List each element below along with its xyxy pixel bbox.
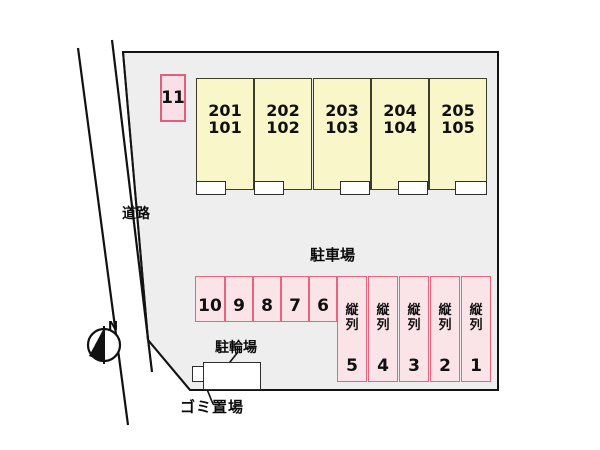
unit-upper-number: 201 (208, 101, 242, 120)
tandem-type-char-2: 列 (407, 318, 421, 333)
tandem-type-label: 縦 列 (431, 303, 459, 333)
bicycle-parking-area[interactable] (203, 362, 261, 390)
bicycle-parking-label: 駐輪場 (215, 340, 257, 356)
road-label: 道路 (122, 206, 150, 222)
unit-entrance-box (340, 181, 370, 195)
road-line-outer (76, 47, 130, 426)
parking-stall-tandem-1[interactable]: 縦 列 1 (461, 276, 491, 382)
parking-stall-number: 10 (198, 296, 222, 316)
compass-rose (86, 326, 122, 364)
parking-stall-number: 7 (289, 296, 301, 316)
tandem-type-char-1: 縦 (438, 303, 452, 318)
parking-stall-tandem-2[interactable]: 縦 列 2 (430, 276, 460, 382)
tandem-type-label: 縦 列 (400, 303, 428, 333)
parking-stall-number: 5 (346, 356, 358, 376)
parking-stall-number: 8 (261, 296, 273, 316)
parking-stall-8[interactable]: 8 (253, 276, 281, 322)
unit-lower-number: 102 (266, 118, 300, 137)
tandem-type-label: 縦 列 (338, 303, 366, 333)
parking-stall-number: 6 (317, 296, 329, 316)
unit-entrance-box (398, 181, 428, 195)
tandem-type-char-1: 縦 (469, 303, 483, 318)
unit-lower-number: 101 (208, 118, 242, 137)
unit-upper-number: 204 (383, 101, 417, 120)
tandem-type-char-1: 縦 (345, 303, 359, 318)
tandem-type-label: 縦 列 (462, 303, 490, 333)
unit-entrance-box (455, 181, 487, 195)
parking-stall-number: 3 (408, 356, 420, 376)
building-unit-205-105[interactable]: 205 105 (429, 78, 487, 190)
parking-lot-title: 駐車場 (310, 246, 356, 264)
tandem-type-char-2: 列 (345, 318, 359, 333)
tandem-type-char-2: 列 (469, 318, 483, 333)
garbage-area-box[interactable] (192, 366, 204, 382)
unit-entrance-box (196, 181, 226, 195)
road-line-inner (110, 39, 154, 373)
tandem-type-char-1: 縦 (407, 303, 421, 318)
parking-stall-tandem-5[interactable]: 縦 列 5 (337, 276, 367, 382)
site-edge-left-lower (147, 339, 191, 391)
site-edge-left-upper (122, 51, 149, 341)
unit-entrance-box (254, 181, 284, 195)
building-unit-203-103[interactable]: 203 103 (313, 78, 371, 190)
parking-stall-10[interactable]: 10 (195, 276, 225, 322)
unit-lower-number: 105 (441, 118, 475, 137)
tandem-type-char-2: 列 (376, 318, 390, 333)
tandem-type-label: 縦 列 (369, 303, 397, 333)
garbage-area-label: ゴミ置場 (180, 398, 245, 416)
unit-lower-number: 104 (383, 118, 417, 137)
building-unit-202-102[interactable]: 202 102 (254, 78, 312, 190)
unit-upper-number: 205 (441, 101, 475, 120)
parking-stall-11-label: 11 (161, 87, 185, 108)
parking-stall-tandem-3[interactable]: 縦 列 3 (399, 276, 429, 382)
parking-stall-number: 4 (377, 356, 389, 376)
parking-stall-number: 2 (439, 356, 451, 376)
building-unit-204-104[interactable]: 204 104 (371, 78, 429, 190)
building-unit-201-101[interactable]: 201 101 (196, 78, 254, 190)
site-outline (123, 51, 499, 391)
parking-stall-6[interactable]: 6 (309, 276, 337, 322)
unit-lower-number: 103 (325, 118, 359, 137)
north-label: N (108, 319, 119, 333)
parking-stall-number: 9 (233, 296, 245, 316)
parking-stall-number: 1 (470, 356, 482, 376)
tandem-type-char-1: 縦 (376, 303, 390, 318)
tandem-type-char-2: 列 (438, 318, 452, 333)
parking-stall-tandem-4[interactable]: 縦 列 4 (368, 276, 398, 382)
parking-stall-11[interactable]: 11 (160, 74, 186, 122)
parking-stall-9[interactable]: 9 (225, 276, 253, 322)
parking-stall-7[interactable]: 7 (281, 276, 309, 322)
unit-upper-number: 203 (325, 101, 359, 120)
unit-upper-number: 202 (266, 101, 300, 120)
